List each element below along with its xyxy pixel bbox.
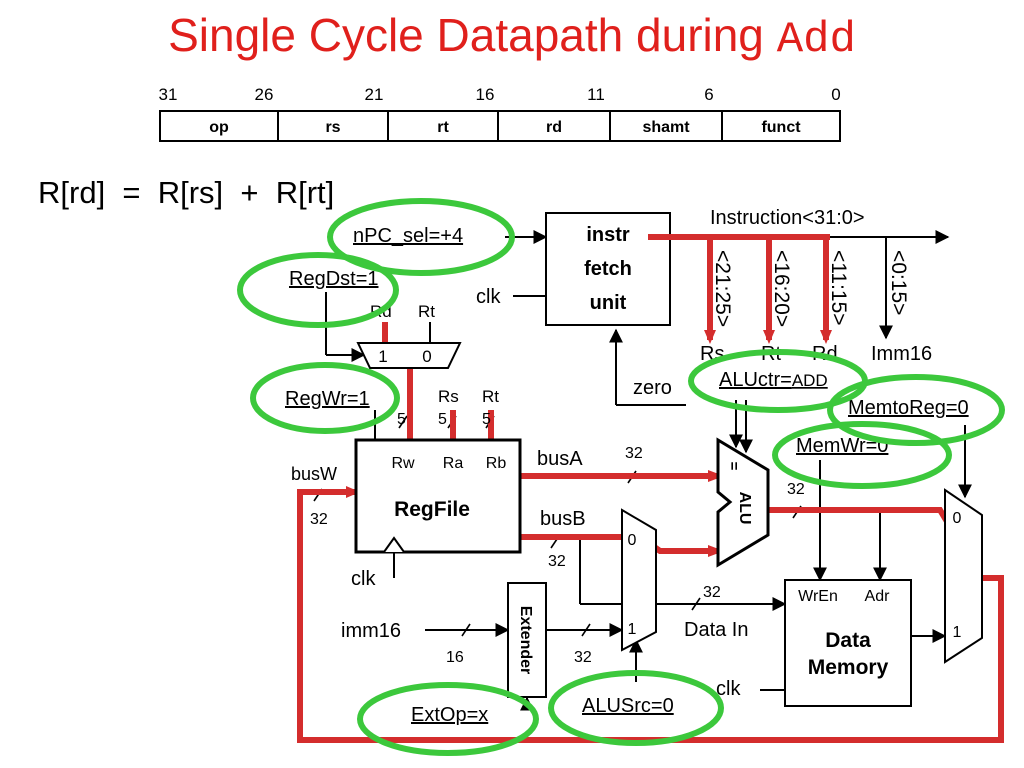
highlight-extop (357, 682, 539, 756)
highlight-regdst (237, 252, 399, 328)
regdst-mux-in0: 0 (422, 347, 431, 366)
memory-wren: WrEn (798, 588, 838, 605)
control-regdst: RegDst=1 (289, 268, 379, 290)
active-arrowheads (346, 330, 832, 557)
field-name-imm16: Imm16 (871, 343, 932, 365)
memory-name-2: Memory (808, 656, 889, 679)
slice-rt: <16:20> (770, 250, 793, 327)
data-in-label: Data In (684, 619, 748, 641)
slide-title: Single Cycle Datapath during Add (0, 8, 1024, 65)
bit-26: 26 (255, 85, 274, 104)
memory-name-1: Data (825, 629, 871, 652)
instruction-format: 31 26 21 16 11 6 0 op rs rt rd shamt fun… (159, 85, 841, 142)
rtl-equation: R[rd] = R[rs] + R[rt] (38, 175, 334, 210)
regfile-rb: Rb (486, 455, 507, 472)
busa-label: busA (537, 448, 583, 470)
busw-width: 32 (310, 511, 328, 528)
control-memtoreg: MemtoReg=0 (848, 397, 969, 419)
extender-name: Extender (517, 606, 534, 674)
fetch-label-2: fetch (584, 258, 632, 280)
control-aluctr: ALUctr=ADD (719, 369, 828, 391)
fetch-label-3: unit (590, 292, 627, 314)
memtoreg-mux: 0 1 (944, 488, 983, 664)
field-rd: rd (546, 119, 562, 136)
alu: ALU = (716, 437, 770, 568)
highlight-memwr (772, 421, 952, 489)
highlight-alusrc (548, 670, 724, 746)
alusrc-mux-in0: 0 (628, 532, 637, 549)
bit-11: 11 (587, 85, 605, 104)
busa-width: 32 (625, 445, 643, 462)
regdst-mux-in1: 1 (378, 347, 387, 366)
regfile-rt-in: Rt (482, 387, 499, 406)
imm16-width: 16 (446, 649, 464, 666)
field-shamt: shamt (642, 119, 690, 136)
alu-eq-symbol: = (725, 462, 742, 471)
extender: Extender (507, 582, 547, 698)
memory-clk: clk (716, 678, 741, 700)
title-instr: Add (776, 15, 856, 65)
field-funct: funct (761, 119, 801, 136)
slice-imm: <0:15> (887, 250, 910, 315)
field-rs: rs (325, 119, 340, 136)
bit-21: 21 (365, 85, 384, 104)
instruction-label: Instruction<31:0> (710, 207, 865, 229)
memtoreg-mux-in0: 0 (953, 510, 962, 527)
regfile-name: RegFile (394, 498, 470, 521)
regfile-clk: clk (351, 568, 376, 590)
alusrc-mux-in1: 1 (628, 621, 637, 638)
regfile-rw: Rw (391, 455, 415, 472)
width-rw: 5 (397, 411, 406, 428)
imm16-label: imm16 (341, 620, 401, 642)
control-npc-sel: nPC_sel=+4 (353, 225, 463, 247)
bit-0: 0 (831, 85, 840, 104)
field-op: op (209, 119, 229, 136)
control-signals: nPC_sel=+4 RegDst=1 RegWr=1 ALUctr=ADD M… (285, 225, 969, 726)
control-memwr: MemWr=0 (796, 435, 888, 457)
highlight-regwr (250, 362, 400, 434)
regdst-mux: 1 0 (356, 342, 462, 369)
busw-label: busW (291, 464, 337, 484)
data-memory: WrEn Adr Data Memory (784, 579, 912, 707)
highlight-ellipses (237, 198, 1005, 756)
width-ra: 5 (438, 411, 447, 428)
bit-31: 31 (159, 85, 178, 104)
memtoreg-mux-in1: 1 (953, 624, 962, 641)
alu-out-width: 32 (787, 481, 805, 498)
regfile-ra: Ra (443, 455, 464, 472)
slice-rs: <21:25> (711, 250, 734, 327)
register-file: Rw Ra Rb RegFile (354, 438, 522, 554)
title-text: Single Cycle Datapath during (168, 9, 777, 61)
busb-width: 32 (548, 553, 566, 570)
field-rt: rt (437, 119, 449, 136)
control-aluctr-name: ALUctr= (719, 369, 792, 391)
bit-6: 6 (704, 85, 713, 104)
width-rb: 5 (482, 411, 491, 428)
control-alusrc: ALUSrc=0 (582, 695, 674, 717)
mux-rt-label: Rt (418, 302, 435, 321)
fetch-clk: clk (476, 286, 501, 308)
alu-name: ALU (736, 492, 753, 525)
highlight-npc-sel (327, 198, 515, 276)
bit-16: 16 (476, 85, 495, 104)
labels: Instruction<31:0> clk <21:25> <16:20> <1… (291, 207, 932, 700)
control-aluctr-value: ADD (792, 371, 828, 390)
control-regwr: RegWr=1 (285, 388, 370, 410)
fetch-label-1: instr (586, 224, 630, 246)
highlight-memtoreg (827, 374, 1005, 446)
regfile-rs-in: Rs (438, 387, 459, 406)
instr-fetch-unit: instr fetch unit (545, 212, 671, 326)
slice-rd: <11:15> (827, 250, 850, 326)
busb-label: busB (540, 508, 586, 530)
alusrc-mux: 0 1 (621, 508, 657, 652)
control-extop: ExtOp=x (411, 704, 488, 726)
memory-addr-width: 32 (703, 584, 721, 601)
memory-adr: Adr (865, 588, 891, 605)
zero-label: zero (633, 377, 672, 399)
extender-out-width: 32 (574, 649, 592, 666)
